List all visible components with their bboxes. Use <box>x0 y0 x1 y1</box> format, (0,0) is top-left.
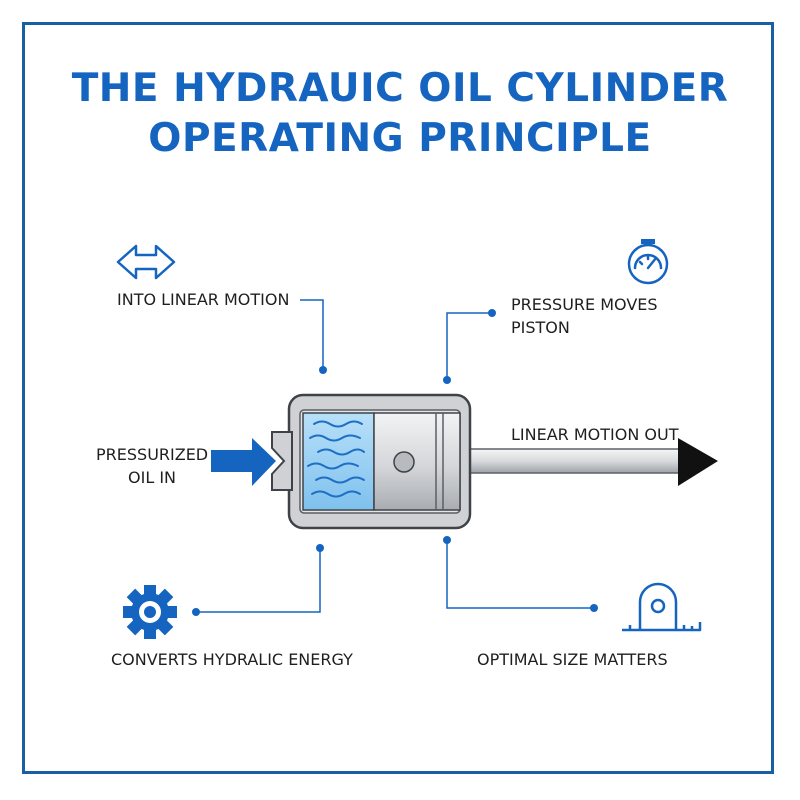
connector-dot <box>319 366 327 374</box>
label-linear-motion-out: LINEAR MOTION OUT <box>511 425 679 444</box>
pressure-gauge-icon <box>627 239 669 285</box>
label-pressurized-oil-line-1: PRESSURIZED <box>96 445 209 464</box>
connector-top-right <box>446 312 492 380</box>
label-converts-energy: CONVERTS HYDRALIC ENERGY <box>111 650 353 669</box>
gear-icon <box>123 585 177 639</box>
piston-pin <box>393 451 415 473</box>
oil-flow-waves <box>307 420 365 498</box>
label-into-linear-motion: INTO LINEAR MOTION <box>117 290 290 309</box>
connector-dot <box>192 608 200 616</box>
piston-head <box>373 412 461 511</box>
connector-top-left <box>300 299 324 368</box>
page-title: THE HYDRAUIC OIL CYLINDER OPERATING PRIN… <box>0 64 800 164</box>
label-pressure-moves-line-2: PISTON <box>511 318 570 337</box>
label-pressurized-oil-line-2: OIL IN <box>128 468 176 487</box>
measuring-tape-icon <box>622 582 702 632</box>
connector-bottom-left <box>196 548 321 613</box>
connector-bottom-right <box>446 540 594 609</box>
piston-rod <box>469 448 683 474</box>
output-arrowhead <box>678 438 718 486</box>
connector-dots <box>192 309 598 616</box>
inlet-port <box>271 431 293 491</box>
connector-lines <box>196 299 594 613</box>
title-line-1: THE HYDRAUIC OIL CYLINDER <box>71 66 729 111</box>
input-arrow <box>211 438 276 486</box>
connector-dot <box>488 309 496 317</box>
label-optimal-size: OPTIMAL SIZE MATTERS <box>477 650 668 669</box>
connector-dot <box>443 376 451 384</box>
border-frame <box>22 22 774 774</box>
connector-dot <box>590 604 598 612</box>
connector-dot <box>316 544 324 552</box>
label-pressure-moves-line-1: PRESSURE MOVES <box>511 295 658 314</box>
title-line-2: OPERATING PRINCIPLE <box>148 116 652 161</box>
double-arrow-icon <box>116 244 176 280</box>
connector-dot <box>443 536 451 544</box>
